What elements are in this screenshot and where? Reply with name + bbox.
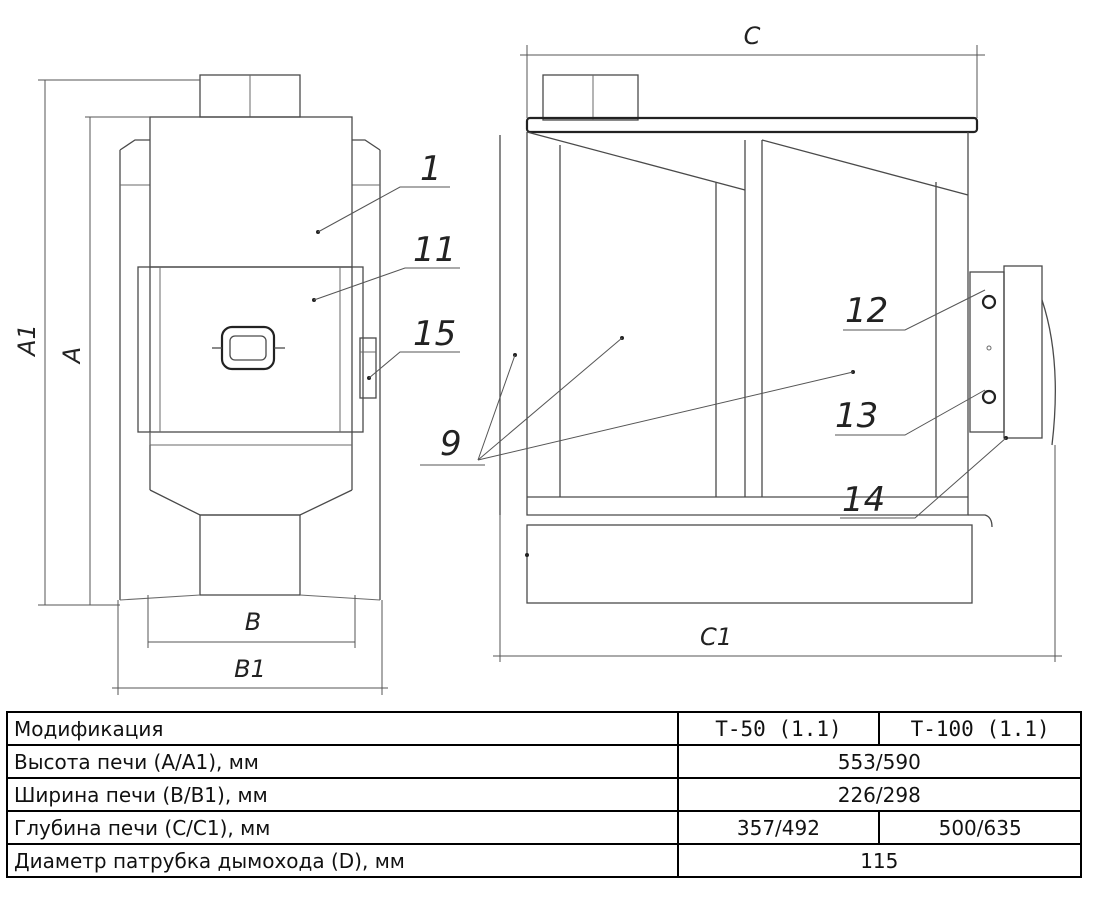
specifications-table: Модификация T-50 (1.1) T-100 (1.1) Высот… [6, 711, 1083, 878]
dimension-label-b1: B1 [234, 655, 266, 683]
row-value-model-2: 500/635 [878, 810, 1082, 845]
row-label: Ширина печи (B/B1), мм [6, 777, 679, 812]
front-dimensions [38, 79, 388, 695]
dimension-label-b: B [245, 608, 261, 636]
callout-14: 14 [842, 480, 885, 520]
front-view [119, 74, 460, 601]
dimension-label-c: C [744, 22, 761, 50]
callout-12: 12 [845, 291, 888, 331]
row-value: 226/298 [676, 777, 1083, 812]
table-row: Глубина печи (C/C1), мм 357/492 500/635 [6, 810, 1082, 845]
row-value-model-1: 357/492 [676, 810, 881, 845]
callout-9: 9 [440, 424, 462, 464]
row-label: Диаметр патрубка дымохода (D), мм [6, 843, 679, 878]
row-label: Глубина печи (C/C1), мм [6, 810, 679, 845]
table-row: Ширина печи (B/B1), мм 226/298 [6, 777, 1083, 812]
callout-1: 1 [420, 149, 442, 189]
callout-13: 13 [835, 396, 878, 436]
table-header-model-1: T-50 (1.1) [676, 711, 881, 746]
dimension-label-c1: C1 [700, 623, 732, 651]
side-dimensions [493, 45, 1062, 662]
table-row: Диаметр патрубка дымохода (D), мм 115 [6, 843, 1083, 878]
callout-11: 11 [413, 230, 456, 270]
callout-15: 15 [413, 314, 456, 354]
dimension-label-a1: A1 [13, 324, 41, 358]
dimension-label-a: A [58, 347, 86, 365]
technical-drawing: A1 A B B1 C C1 1 11 15 12 13 9 14 [13, 22, 1062, 695]
row-value: 115 [676, 843, 1083, 878]
table-row: Высота печи (A/A1), мм 553/590 [6, 744, 1083, 779]
row-value: 553/590 [676, 744, 1083, 779]
row-label: Высота печи (A/A1), мм [6, 744, 679, 779]
table-header-row: Модификация T-50 (1.1) T-100 (1.1) [6, 711, 1082, 746]
side-view [420, 74, 1056, 604]
table-header-label: Модификация [6, 711, 679, 746]
table-header-model-2: T-100 (1.1) [878, 711, 1082, 746]
